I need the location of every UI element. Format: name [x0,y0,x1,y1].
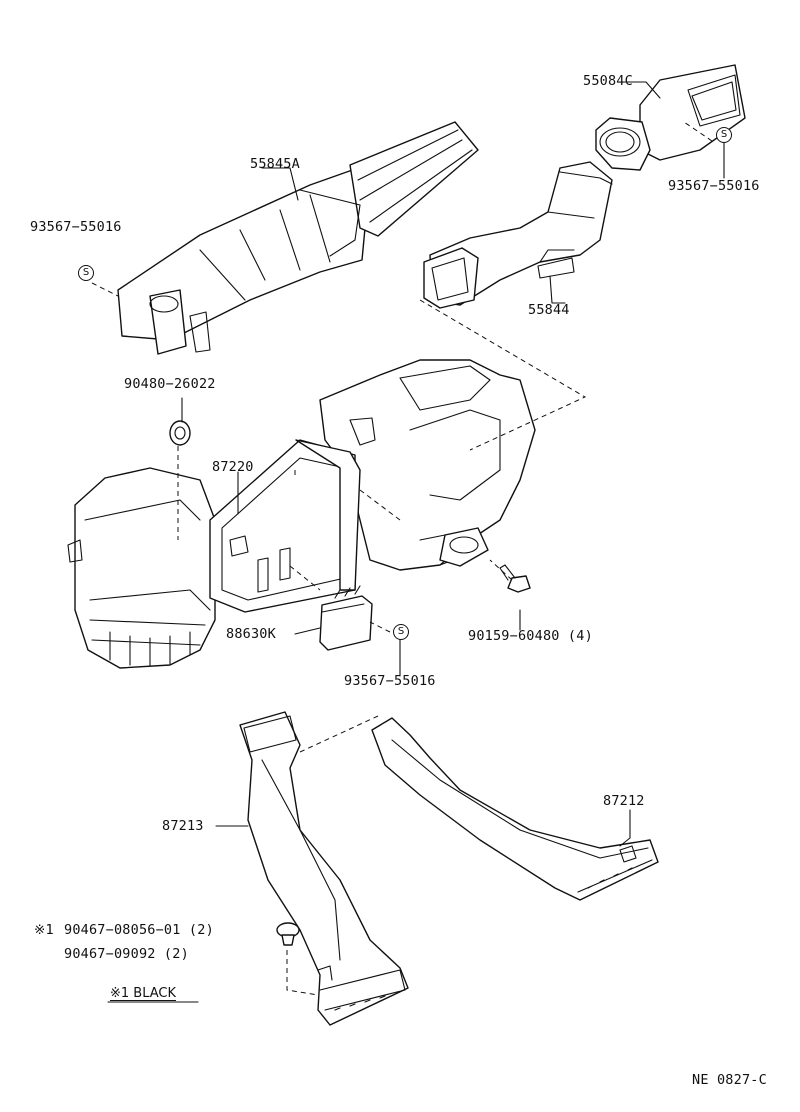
duct-55844 [423,161,613,309]
label-90480: 90480−26022 [124,376,216,392]
label-55084c: 55084C [583,73,633,89]
legend-note-black: ※1 BLACK [110,986,177,1001]
label-88630k: 88630K [226,626,276,642]
duct-87213 [239,711,409,1026]
heater-unit-assembly [67,359,536,669]
label-90467-b: 90467−09092 (2) [64,946,189,962]
label-55845a: 55845A [250,156,300,172]
label-93567-middle: 93567−55016 [344,673,436,689]
duct-55845a [117,121,479,355]
label-93567-top-left: 93567−55016 [30,219,122,235]
s-mark-top-right: S [716,127,732,143]
duct-87212 [371,717,659,901]
label-90159: 90159−60480 (4) [468,628,593,644]
s-mark-middle: S [393,624,409,640]
clip-90467 [276,922,300,946]
label-87213: 87213 [162,818,204,834]
note-star-mark: ※1 [34,922,54,938]
label-93567-top-right: 93567−55016 [668,178,760,194]
label-90467-a: 90467−08056−01 (2) [64,922,214,938]
label-55844: 55844 [528,302,570,318]
footer-code: NE 0827-C [692,1072,767,1088]
leader-lines [181,81,725,847]
label-87220: 87220 [212,459,254,475]
label-87212: 87212 [603,793,645,809]
dashed-assembly-lines [91,121,713,996]
s-mark-top-left: S [78,265,94,281]
